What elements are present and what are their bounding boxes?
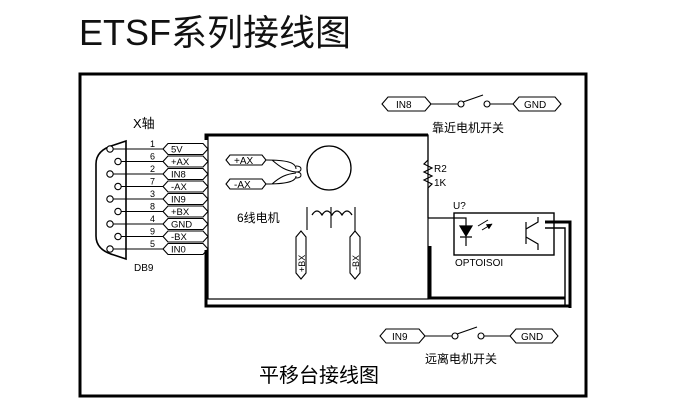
resistor-value: 1K [434,178,447,189]
thick-return-right [545,220,572,308]
optocoupler: U? OPTOISOI [428,201,555,269]
pin-number: 9 [150,227,155,237]
pin-signal-label: +BX [171,207,190,218]
motor-phase-a: +AX -AX [225,154,302,191]
db9-pin-hole [106,145,114,153]
pin-signal-label: IN0 [171,245,186,256]
pin-number: 5 [150,239,155,249]
db9-pin-hole [106,170,114,178]
pin-signal-label: -AX [171,182,188,193]
pin-signal-label: -BX [171,232,188,243]
db9-pin-hole [106,245,114,253]
optocoupler-ref: U? [453,201,466,212]
diagram-frame [78,72,588,398]
db9-pin-hole [106,195,114,203]
far-switch-label: 远离电机开关 [425,351,497,366]
resistor-r2: R2 1K [422,135,447,218]
pin-number: 3 [150,189,155,199]
motor-rotor [306,145,352,191]
phase-label: +AX [234,156,254,167]
pin-number: 7 [150,177,155,187]
pin-signal-label: IN9 [171,195,186,206]
db9-pin-hole [114,207,122,216]
far-switch: IN9 GND 远离电机开关 [379,326,559,366]
thick-bus-left [204,250,428,308]
near-switch-label: 靠近电机开关 [432,121,504,135]
pin-number: 8 [150,202,155,212]
db9-pin-hole [114,182,122,191]
switch-lever [462,94,484,103]
pin-signal-tag [162,142,209,156]
diagram-caption: 平移台接线图 [259,364,379,387]
far-switch-ground: GND [521,332,543,343]
pin-signal-label: IN8 [171,170,186,181]
motor-label: 6线电机 [237,211,280,225]
pin-number: 2 [150,164,155,174]
far-switch-input: IN9 [392,332,408,343]
switch-contact [477,332,485,340]
pin-signal-label: 5V [171,145,183,156]
pin-signal-label: GND [171,220,192,231]
thick-output-right [545,227,566,306]
near-switch-input: IN8 [396,100,412,111]
page-title: ETSF系列接线图 [79,12,351,53]
db9-pin-hole [114,157,122,166]
phase-label: -BX [351,255,361,270]
motor-phase-b: +BX -BX [295,230,361,280]
phase-label: -AX [234,180,251,191]
pin-number: 4 [150,214,155,224]
phototransistor-icon [525,217,539,250]
connector-name: DB9 [134,263,154,274]
near-switch: IN8 GND 靠近电机开关 [381,94,562,135]
pin-signal-label: +AX [171,157,190,168]
phase-label: +BX [297,255,307,272]
db9-pin-hole [114,232,122,241]
pin-number: 1 [150,139,155,149]
resistor-ref: R2 [434,164,447,175]
axis-label: X轴 [133,116,155,131]
switch-contact [483,100,491,108]
switch-contact [457,100,465,108]
optocoupler-part: OPTOISOI [455,258,503,269]
thick-bottom-bus [206,296,570,308]
pin-number: 6 [150,152,155,162]
db9-pin-hole [106,220,114,228]
thick-bus-top [204,133,428,140]
db9-connector-shell [95,139,127,261]
near-switch-ground: GND [524,100,546,111]
switch-contact [451,332,459,340]
motor-coil-b [306,207,356,232]
led-icon [458,225,474,246]
switch-lever [456,326,478,335]
